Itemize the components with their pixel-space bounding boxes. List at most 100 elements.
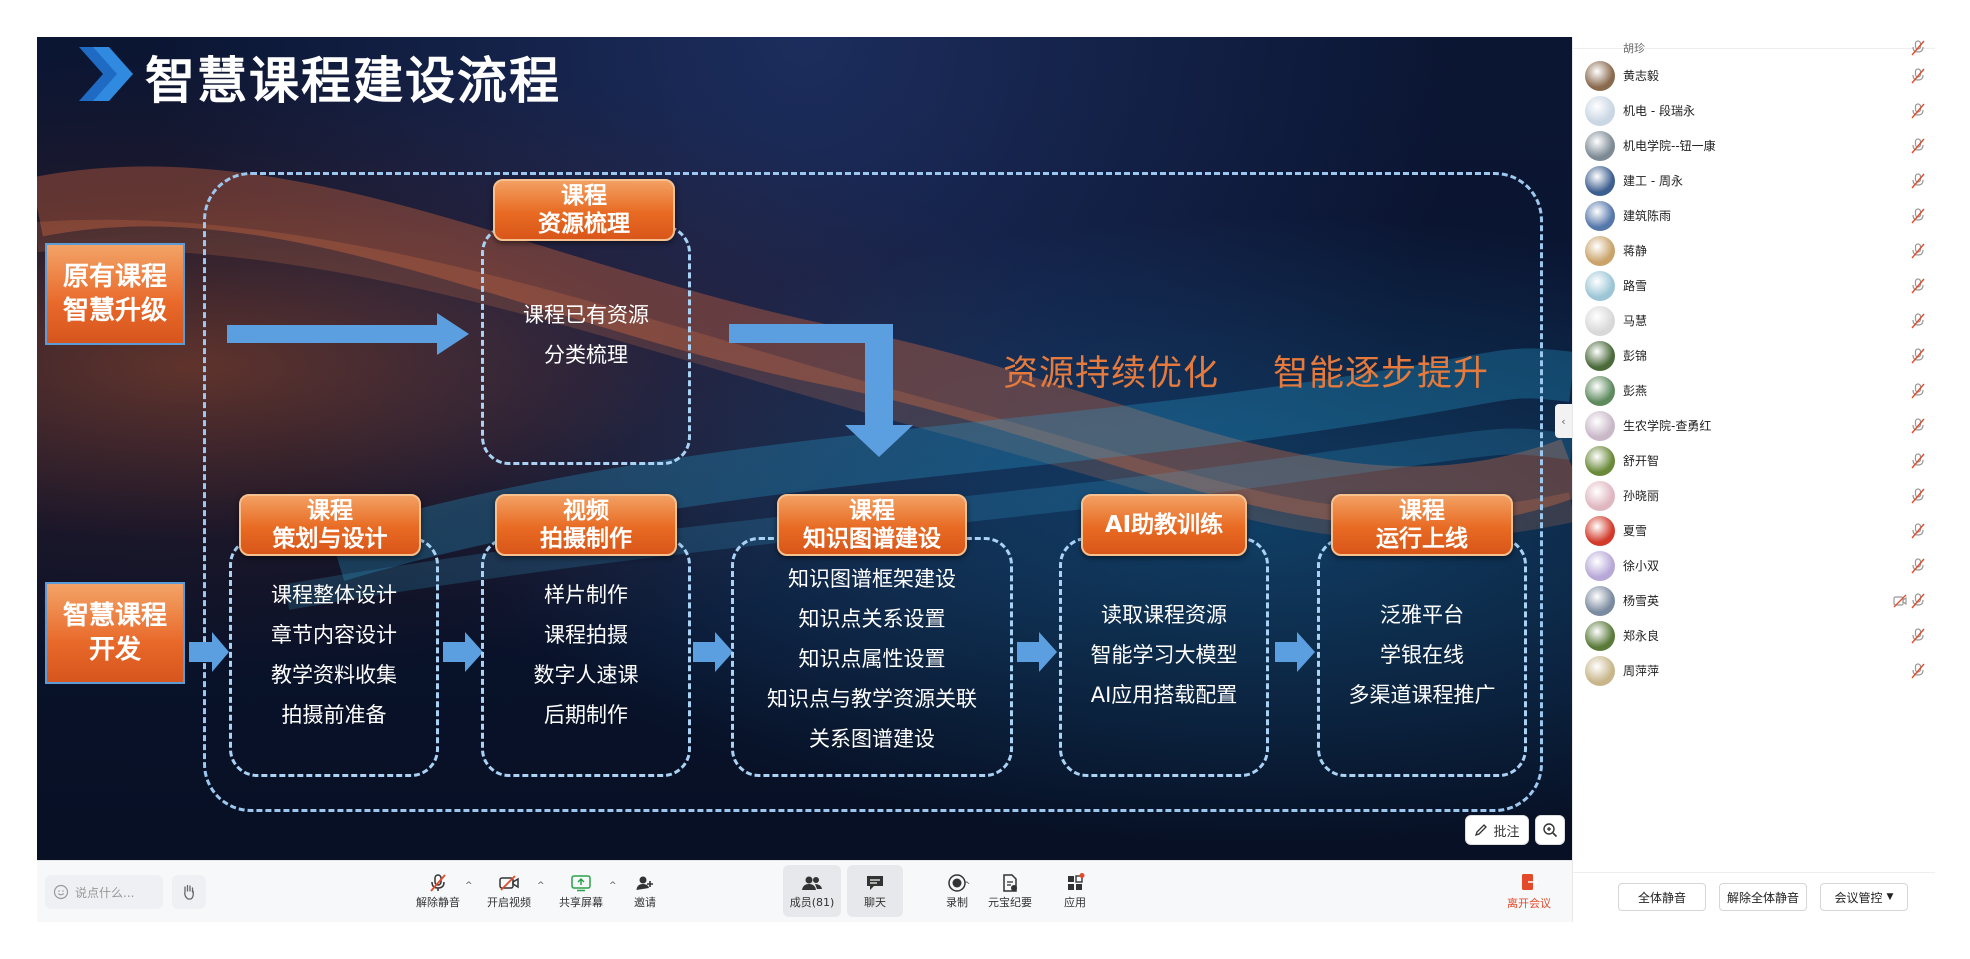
member-row[interactable]: 孙晓丽 xyxy=(1573,478,1935,513)
mute-all-label: 全体静音 xyxy=(1637,890,1686,905)
unmute-button[interactable]: 解除静音 xyxy=(412,865,464,917)
share-label: 共享屏幕 xyxy=(559,896,603,909)
chat-icon xyxy=(867,876,883,890)
collapse-panel-tab[interactable]: ‹ xyxy=(1555,404,1572,438)
member-name: 孙晓丽 xyxy=(1623,489,1660,503)
invite-button[interactable]: 邀请 xyxy=(622,865,668,917)
header-resource-line2: 资源梳理 xyxy=(538,211,630,237)
members-button[interactable]: 成员(81) xyxy=(783,865,841,917)
record-button[interactable]: 录制 xyxy=(937,865,977,917)
member-name: 彭燕 xyxy=(1623,384,1648,398)
apps-grid-icon xyxy=(1068,873,1085,890)
item-text: 课程已有资源 xyxy=(523,303,649,327)
member-row[interactable]: 黄志毅 xyxy=(1573,58,1935,93)
mic-muted-icon xyxy=(1911,172,1925,188)
avatar xyxy=(1585,620,1615,651)
member-row[interactable]: 杨雪英 xyxy=(1573,583,1935,618)
member-row[interactable]: 蒋静 xyxy=(1573,233,1935,268)
chevron-left-icon: ‹ xyxy=(1561,414,1566,428)
arrow-develop-to-step1 xyxy=(189,632,229,672)
member-row[interactable]: 机电 - 段瑞永 xyxy=(1573,93,1935,128)
member-name: 胡珍 xyxy=(1623,42,1645,55)
zoom-button[interactable] xyxy=(1535,815,1565,845)
avatar xyxy=(1585,375,1615,406)
arrow-step1-to-step2 xyxy=(443,632,483,672)
unmute-all-label: 解除全体静音 xyxy=(1726,890,1799,905)
leave-meeting-button[interactable]: 离开会议 xyxy=(1507,865,1551,917)
panel-search-bar xyxy=(1573,37,1935,49)
member-name: 生农学院-查勇红 xyxy=(1623,419,1712,433)
item-text: 泛雅平台 xyxy=(1380,603,1464,627)
chevron-up-icon[interactable]: ^ xyxy=(963,881,971,891)
member-row[interactable]: 彭锦 xyxy=(1573,338,1935,373)
arrow-step4-to-step5 xyxy=(1275,632,1315,672)
item-text: 知识点关系设置 xyxy=(798,607,946,631)
member-row[interactable]: 胡珍 xyxy=(1573,37,1935,59)
member-row[interactable]: 建筑陈雨 xyxy=(1573,198,1935,233)
chevron-up-icon[interactable]: ^ xyxy=(609,881,617,891)
items-step-launch: 泛雅平台 学银在线 多渠道课程推广 xyxy=(1317,595,1527,715)
member-row[interactable]: 夏雪 xyxy=(1573,513,1935,548)
apps-button[interactable]: 应用 xyxy=(1055,865,1095,917)
item-text: 读取课程资源 xyxy=(1101,603,1227,627)
mic-muted-icon xyxy=(1911,592,1925,608)
mic-muted-icon xyxy=(1911,557,1925,573)
slide-title: 智慧课程建设流程 xyxy=(145,52,561,110)
header-step-plan: 课程 策划与设计 xyxy=(239,494,421,556)
annotate-button[interactable]: 批注 xyxy=(1465,815,1529,845)
item-text: 教学资料收集 xyxy=(271,663,397,687)
member-name: 马慧 xyxy=(1623,314,1648,328)
member-row[interactable]: 舒开智 xyxy=(1573,443,1935,478)
chevron-up-icon[interactable]: ^ xyxy=(465,881,473,891)
member-row[interactable]: 彭燕 xyxy=(1573,373,1935,408)
member-row[interactable]: 郑永良 xyxy=(1573,618,1935,653)
mute-all-button[interactable]: 全体静音 xyxy=(1618,883,1706,911)
item-text: 关系图谱建设 xyxy=(809,727,935,751)
video-button[interactable]: 开启视频 xyxy=(483,865,535,917)
header-line1: 课程 xyxy=(307,498,353,524)
member-name: 彭锦 xyxy=(1623,349,1648,363)
avatar xyxy=(1585,585,1615,616)
unmute-all-button[interactable]: 解除全体静音 xyxy=(1719,883,1807,911)
mic-muted-icon xyxy=(1911,487,1925,503)
slogan-optimize: 资源持续优化 xyxy=(1003,354,1220,394)
header-line1: 课程 xyxy=(1399,498,1445,524)
chat-button[interactable]: 聊天 xyxy=(847,865,903,917)
member-row[interactable]: 路雪 xyxy=(1573,268,1935,303)
avatar xyxy=(1585,445,1615,476)
header-line2: 拍摄制作 xyxy=(540,526,632,552)
item-text: 后期制作 xyxy=(544,703,628,727)
member-row[interactable]: 周萍萍 xyxy=(1573,653,1935,688)
items-resource: 课程已有资源 分类梳理 xyxy=(481,295,691,375)
member-row[interactable]: 徐小双 xyxy=(1573,548,1935,583)
record-label: 录制 xyxy=(946,896,968,909)
share-screen-icon xyxy=(571,875,591,892)
item-text: 分类梳理 xyxy=(544,343,628,367)
member-name: 舒开智 xyxy=(1623,454,1660,468)
member-name: 杨雪英 xyxy=(1623,594,1660,608)
meeting-summary-button[interactable]: 元宝纪要 xyxy=(981,865,1039,917)
bottom-toolbar: 说点什么... 解除静音 ^ 开启视频 ^ 共享屏幕 ^ 邀请 成员(81) xyxy=(37,860,1572,922)
avatar xyxy=(1585,340,1615,371)
item-text: 知识点属性设置 xyxy=(798,647,946,671)
pen-icon xyxy=(1475,824,1488,837)
title-chevron-icon xyxy=(79,47,133,101)
share-screen-button[interactable]: 共享屏幕 xyxy=(555,865,607,917)
member-row[interactable]: 生农学院-查勇红 xyxy=(1573,408,1935,443)
panel-footer: 全体静音 解除全体静音 会议管控▼ xyxy=(1573,872,1935,922)
member-row[interactable]: 建工 - 周永 xyxy=(1573,163,1935,198)
emoji-icon xyxy=(53,884,69,900)
quick-chat-input[interactable]: 说点什么... xyxy=(45,875,163,909)
mic-muted-icon xyxy=(1911,207,1925,223)
chevron-up-icon[interactable]: ^ xyxy=(537,881,545,891)
meeting-control-dropdown[interactable]: 会议管控▼ xyxy=(1820,883,1908,911)
header-resource: 课程 资源梳理 xyxy=(493,179,675,241)
header-step-launch: 课程 运行上线 xyxy=(1331,494,1513,556)
member-row[interactable]: 机电学院--钮一康 xyxy=(1573,128,1935,163)
avatar xyxy=(1585,480,1615,511)
raise-hand-button[interactable] xyxy=(172,875,206,909)
mic-muted-icon xyxy=(1911,277,1925,293)
mic-muted-icon xyxy=(1911,40,1925,56)
member-row[interactable]: 马慧 xyxy=(1573,303,1935,338)
